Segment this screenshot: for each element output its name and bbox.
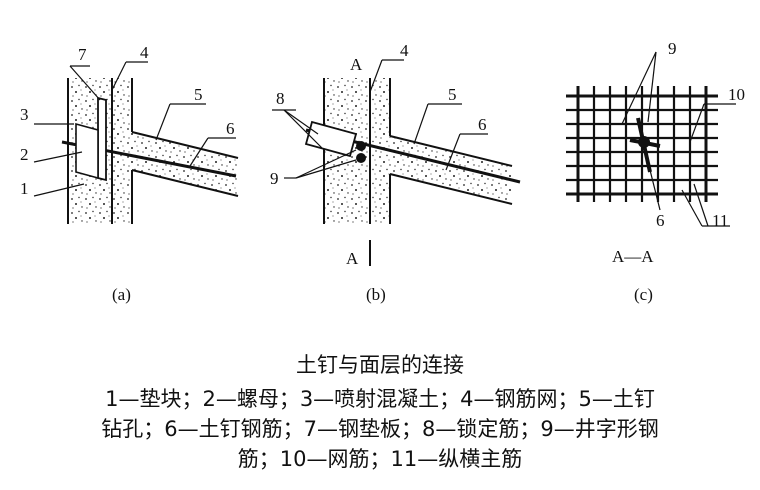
panel-c: 9 10 6 11 A—A (c) — [566, 39, 745, 304]
panel-a-label: (a) — [112, 285, 131, 304]
callout-5: 5 — [448, 85, 457, 104]
cross-bar-upper — [356, 141, 366, 151]
callout-5: 5 — [194, 85, 203, 104]
callout-7: 7 — [78, 45, 87, 64]
callout-9: 9 — [270, 169, 279, 188]
legend-line-2: 钻孔；6—土钉钢筋；7—钢垫板；8—锁定筋；9—井字形钢 — [101, 417, 659, 441]
section-mark-top: A — [350, 55, 363, 74]
soil-nail-connection-diagram: 7 4 3 2 1 5 6 (a) — [20, 39, 745, 304]
nail-borehole — [132, 132, 238, 196]
legend-line-3: 筋；10—网筋；11—纵横主筋 — [237, 447, 523, 471]
section-mark-bottom: A — [346, 249, 359, 268]
section-label: A—A — [612, 247, 654, 266]
panel-b: A 4 8 9 5 6 A (b) — [270, 41, 521, 304]
bearing-block — [75, 122, 99, 180]
nail-bar-end — [638, 136, 650, 148]
callout-10: 10 — [728, 85, 745, 104]
figure-title: 土钉与面层的连接 — [296, 353, 464, 377]
callout-6: 6 — [226, 119, 235, 138]
callout-4: 4 — [140, 43, 149, 62]
steel-bearing-plate — [97, 96, 107, 182]
nail-borehole — [390, 136, 512, 204]
figure-legend: 1—垫块；2—螺母；3—喷射混凝土；4—钢筋网；5—土钉 钻孔；6—土钉钢筋；7… — [0, 384, 760, 474]
locking-bar — [304, 120, 358, 158]
callout-4: 4 — [400, 41, 409, 60]
callout-11: 11 — [712, 211, 728, 230]
callout-1: 1 — [20, 179, 29, 198]
cross-bar-lower — [356, 153, 366, 163]
callout-8: 8 — [276, 89, 285, 108]
callout-6: 6 — [478, 115, 487, 134]
callout-3: 3 — [20, 105, 29, 124]
callout-2: 2 — [20, 145, 29, 164]
legend-line-1: 1—垫块；2—螺母；3—喷射混凝土；4—钢筋网；5—土钉 — [105, 387, 655, 411]
panel-b-label: (b) — [366, 285, 386, 304]
callout-9: 9 — [668, 39, 677, 58]
panel-c-label: (c) — [634, 285, 653, 304]
panel-a: 7 4 3 2 1 5 6 (a) — [20, 43, 239, 304]
callout-6: 6 — [656, 211, 665, 230]
